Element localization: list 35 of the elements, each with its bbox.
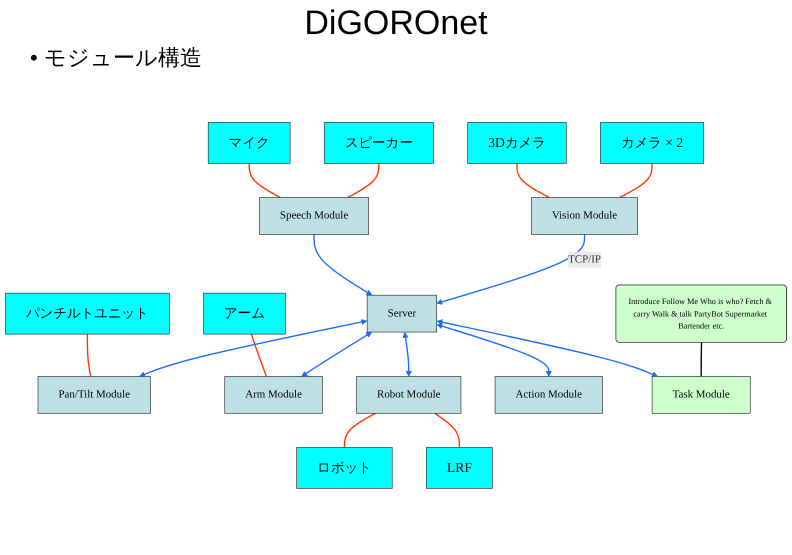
node-box: Robot Module <box>356 376 462 414</box>
arrow <box>436 319 658 378</box>
bullet-heading: • モジュール構造 <box>30 44 202 72</box>
arrow <box>301 332 372 377</box>
connector <box>619 164 653 198</box>
connector <box>700 342 702 376</box>
arrow <box>139 319 368 378</box>
connector <box>434 412 460 448</box>
node-box: 3Dカメラ <box>467 122 567 164</box>
node-box: カメラ × 2 <box>600 122 704 164</box>
node-box: Speech Module <box>259 197 369 235</box>
arrow <box>313 234 372 296</box>
edge-label: TCP/IP <box>568 254 601 266</box>
connector <box>516 164 550 198</box>
arrow <box>402 332 412 377</box>
node-box: Pan/Tilt Module <box>38 376 151 414</box>
arrow <box>436 234 586 305</box>
connector <box>86 334 92 377</box>
node-box: スピーカー <box>324 122 434 164</box>
connector <box>344 412 376 448</box>
node-box: パンチルトユニット <box>5 292 170 335</box>
node-box: Task Module <box>652 376 751 414</box>
node-box: Vision Module <box>531 197 638 235</box>
title: DiGOROnet <box>303 4 489 43</box>
node-box: Action Module <box>494 376 603 414</box>
node-box: Server <box>366 294 437 332</box>
node-box: アーム <box>203 292 286 335</box>
connector <box>347 164 380 198</box>
connector <box>248 164 281 198</box>
node-box: マイク <box>208 122 290 164</box>
node-box: LRF <box>426 447 493 489</box>
node-box: Arm Module <box>224 376 323 414</box>
node-box: ロボット <box>296 447 393 489</box>
connector <box>250 334 268 377</box>
arrow <box>436 323 552 377</box>
